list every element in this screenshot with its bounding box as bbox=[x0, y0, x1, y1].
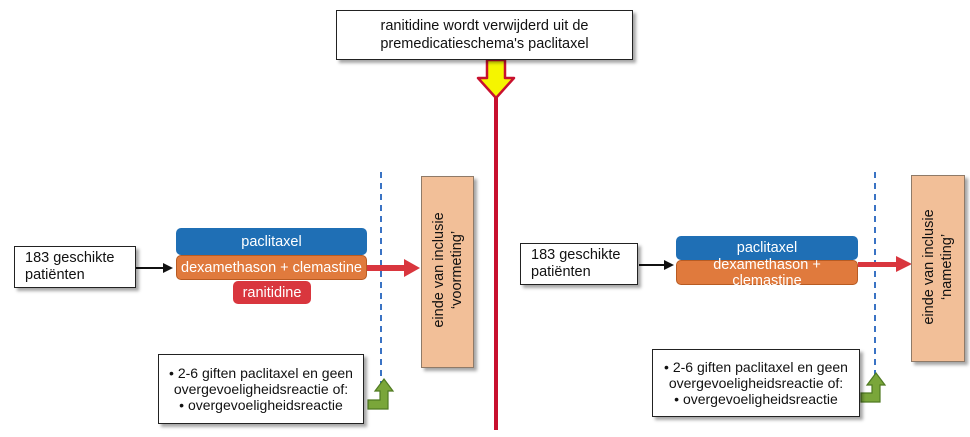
right-patients-text: 183 geschikte patiënten bbox=[531, 247, 621, 280]
right-end-inclusion-line1: einde van inclusie bbox=[921, 208, 937, 325]
left-criteria-line3: • overgevoeligheidsreactie bbox=[179, 397, 343, 413]
left-red-arrow bbox=[366, 259, 420, 277]
right-patients-box: 183 geschikte patiënten bbox=[520, 243, 638, 285]
left-patients-text: 183 geschikte patiënten bbox=[25, 250, 115, 283]
right-premedication-bar: dexamethason + clemastine bbox=[676, 257, 858, 289]
left-ranitidine-label: ranitidine bbox=[242, 284, 302, 301]
left-criteria-line2: overgevoeligheidsreactie of: bbox=[173, 381, 349, 397]
left-premedication-bar: dexamethason + clemastine bbox=[176, 255, 367, 280]
right-red-arrow bbox=[858, 256, 912, 272]
right-criteria-box: • 2-6 giften paclitaxel en geen overgevo… bbox=[652, 349, 860, 417]
left-criteria-line1: • 2-6 giften paclitaxel en geen bbox=[169, 365, 353, 381]
right-green-arrow-icon bbox=[860, 372, 887, 403]
left-ranitidine-bar: ranitidine bbox=[233, 281, 311, 304]
left-end-inclusion-line2: ‘voormeting’ bbox=[448, 230, 465, 310]
right-end-inclusion-line2: ‘nameting’ bbox=[939, 233, 955, 300]
down-arrow-icon bbox=[476, 58, 516, 100]
right-end-inclusion-box: einde van inclusie ‘nameting’ bbox=[911, 175, 965, 362]
left-paclitaxel-bar: paclitaxel bbox=[176, 228, 367, 255]
top-note-text: ranitidine wordt verwijderd uit de preme… bbox=[380, 18, 589, 52]
left-premedication-label: dexamethason + clemastine bbox=[181, 259, 362, 276]
left-end-inclusion-text: einde van inclusie ‘voormeting’ bbox=[430, 185, 466, 355]
left-paclitaxel-label: paclitaxel bbox=[241, 233, 302, 250]
top-note-box: ranitidine wordt verwijderd uit de preme… bbox=[336, 10, 633, 60]
left-criteria-box: • 2-6 giften paclitaxel en geen overgevo… bbox=[158, 354, 364, 424]
left-green-arrow-icon bbox=[367, 378, 395, 410]
right-criteria-line1: • 2-6 giften paclitaxel en geen bbox=[664, 359, 848, 375]
left-end-inclusion-box: einde van inclusie ‘voormeting’ bbox=[421, 176, 474, 368]
right-paclitaxel-bar: paclitaxel bbox=[676, 236, 858, 260]
right-paclitaxel-label: paclitaxel bbox=[736, 240, 798, 256]
right-criteria-line2: overgevoeligheidsreactie of: bbox=[668, 375, 844, 391]
right-premedication-label: dexamethason + clemastine bbox=[713, 256, 821, 289]
left-end-inclusion-line1: einde van inclusie bbox=[430, 212, 447, 328]
right-end-inclusion-text: einde van inclusie ‘nameting’ bbox=[920, 182, 956, 352]
left-patients-box: 183 geschikte patiënten bbox=[14, 246, 136, 288]
right-criteria-line3: • overgevoeligheidsreactie bbox=[674, 391, 838, 407]
